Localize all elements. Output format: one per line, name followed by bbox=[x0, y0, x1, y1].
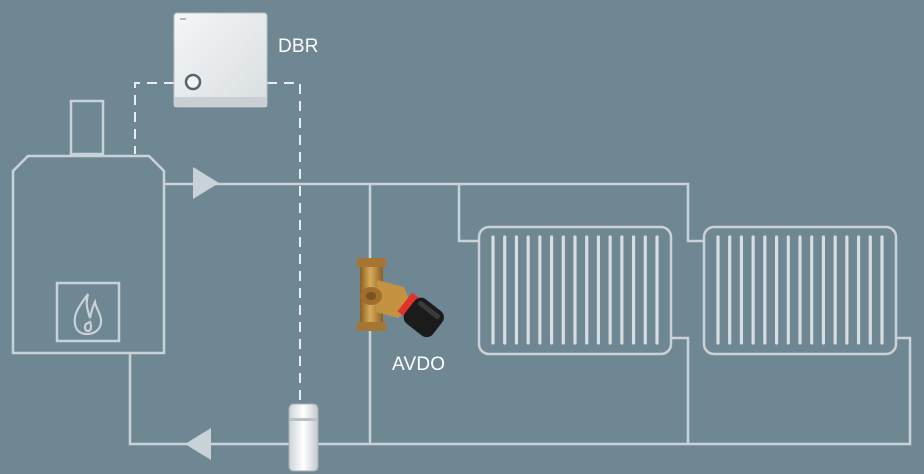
radiator-2 bbox=[702, 225, 898, 356]
control-line-to-sensor bbox=[267, 82, 301, 406]
avdo-label: AVDO bbox=[392, 354, 446, 375]
boiler-body bbox=[11, 154, 166, 355]
boiler bbox=[11, 99, 166, 355]
dbr-controller-unit bbox=[173, 12, 268, 108]
controller-knob-icon bbox=[184, 73, 202, 91]
return-branch-radiator-1 bbox=[671, 336, 690, 444]
radiator-1 bbox=[477, 225, 673, 356]
avdo-valve bbox=[357, 258, 444, 338]
return-flow-arrow bbox=[185, 428, 211, 460]
supply-branch-radiator-1 bbox=[457, 184, 479, 243]
control-line-to-boiler bbox=[134, 82, 174, 154]
supply-pipe bbox=[164, 182, 704, 243]
boiler-burner-window bbox=[55, 281, 121, 343]
flame-icon bbox=[73, 293, 103, 336]
return-pipe bbox=[128, 336, 912, 446]
boiler-chimney bbox=[69, 99, 105, 156]
dbr-label: DBR bbox=[278, 36, 319, 57]
control-wiring bbox=[134, 82, 301, 406]
supply-flow-arrow bbox=[193, 167, 219, 199]
temperature-sensor bbox=[288, 403, 319, 472]
pipe-network bbox=[128, 182, 912, 446]
